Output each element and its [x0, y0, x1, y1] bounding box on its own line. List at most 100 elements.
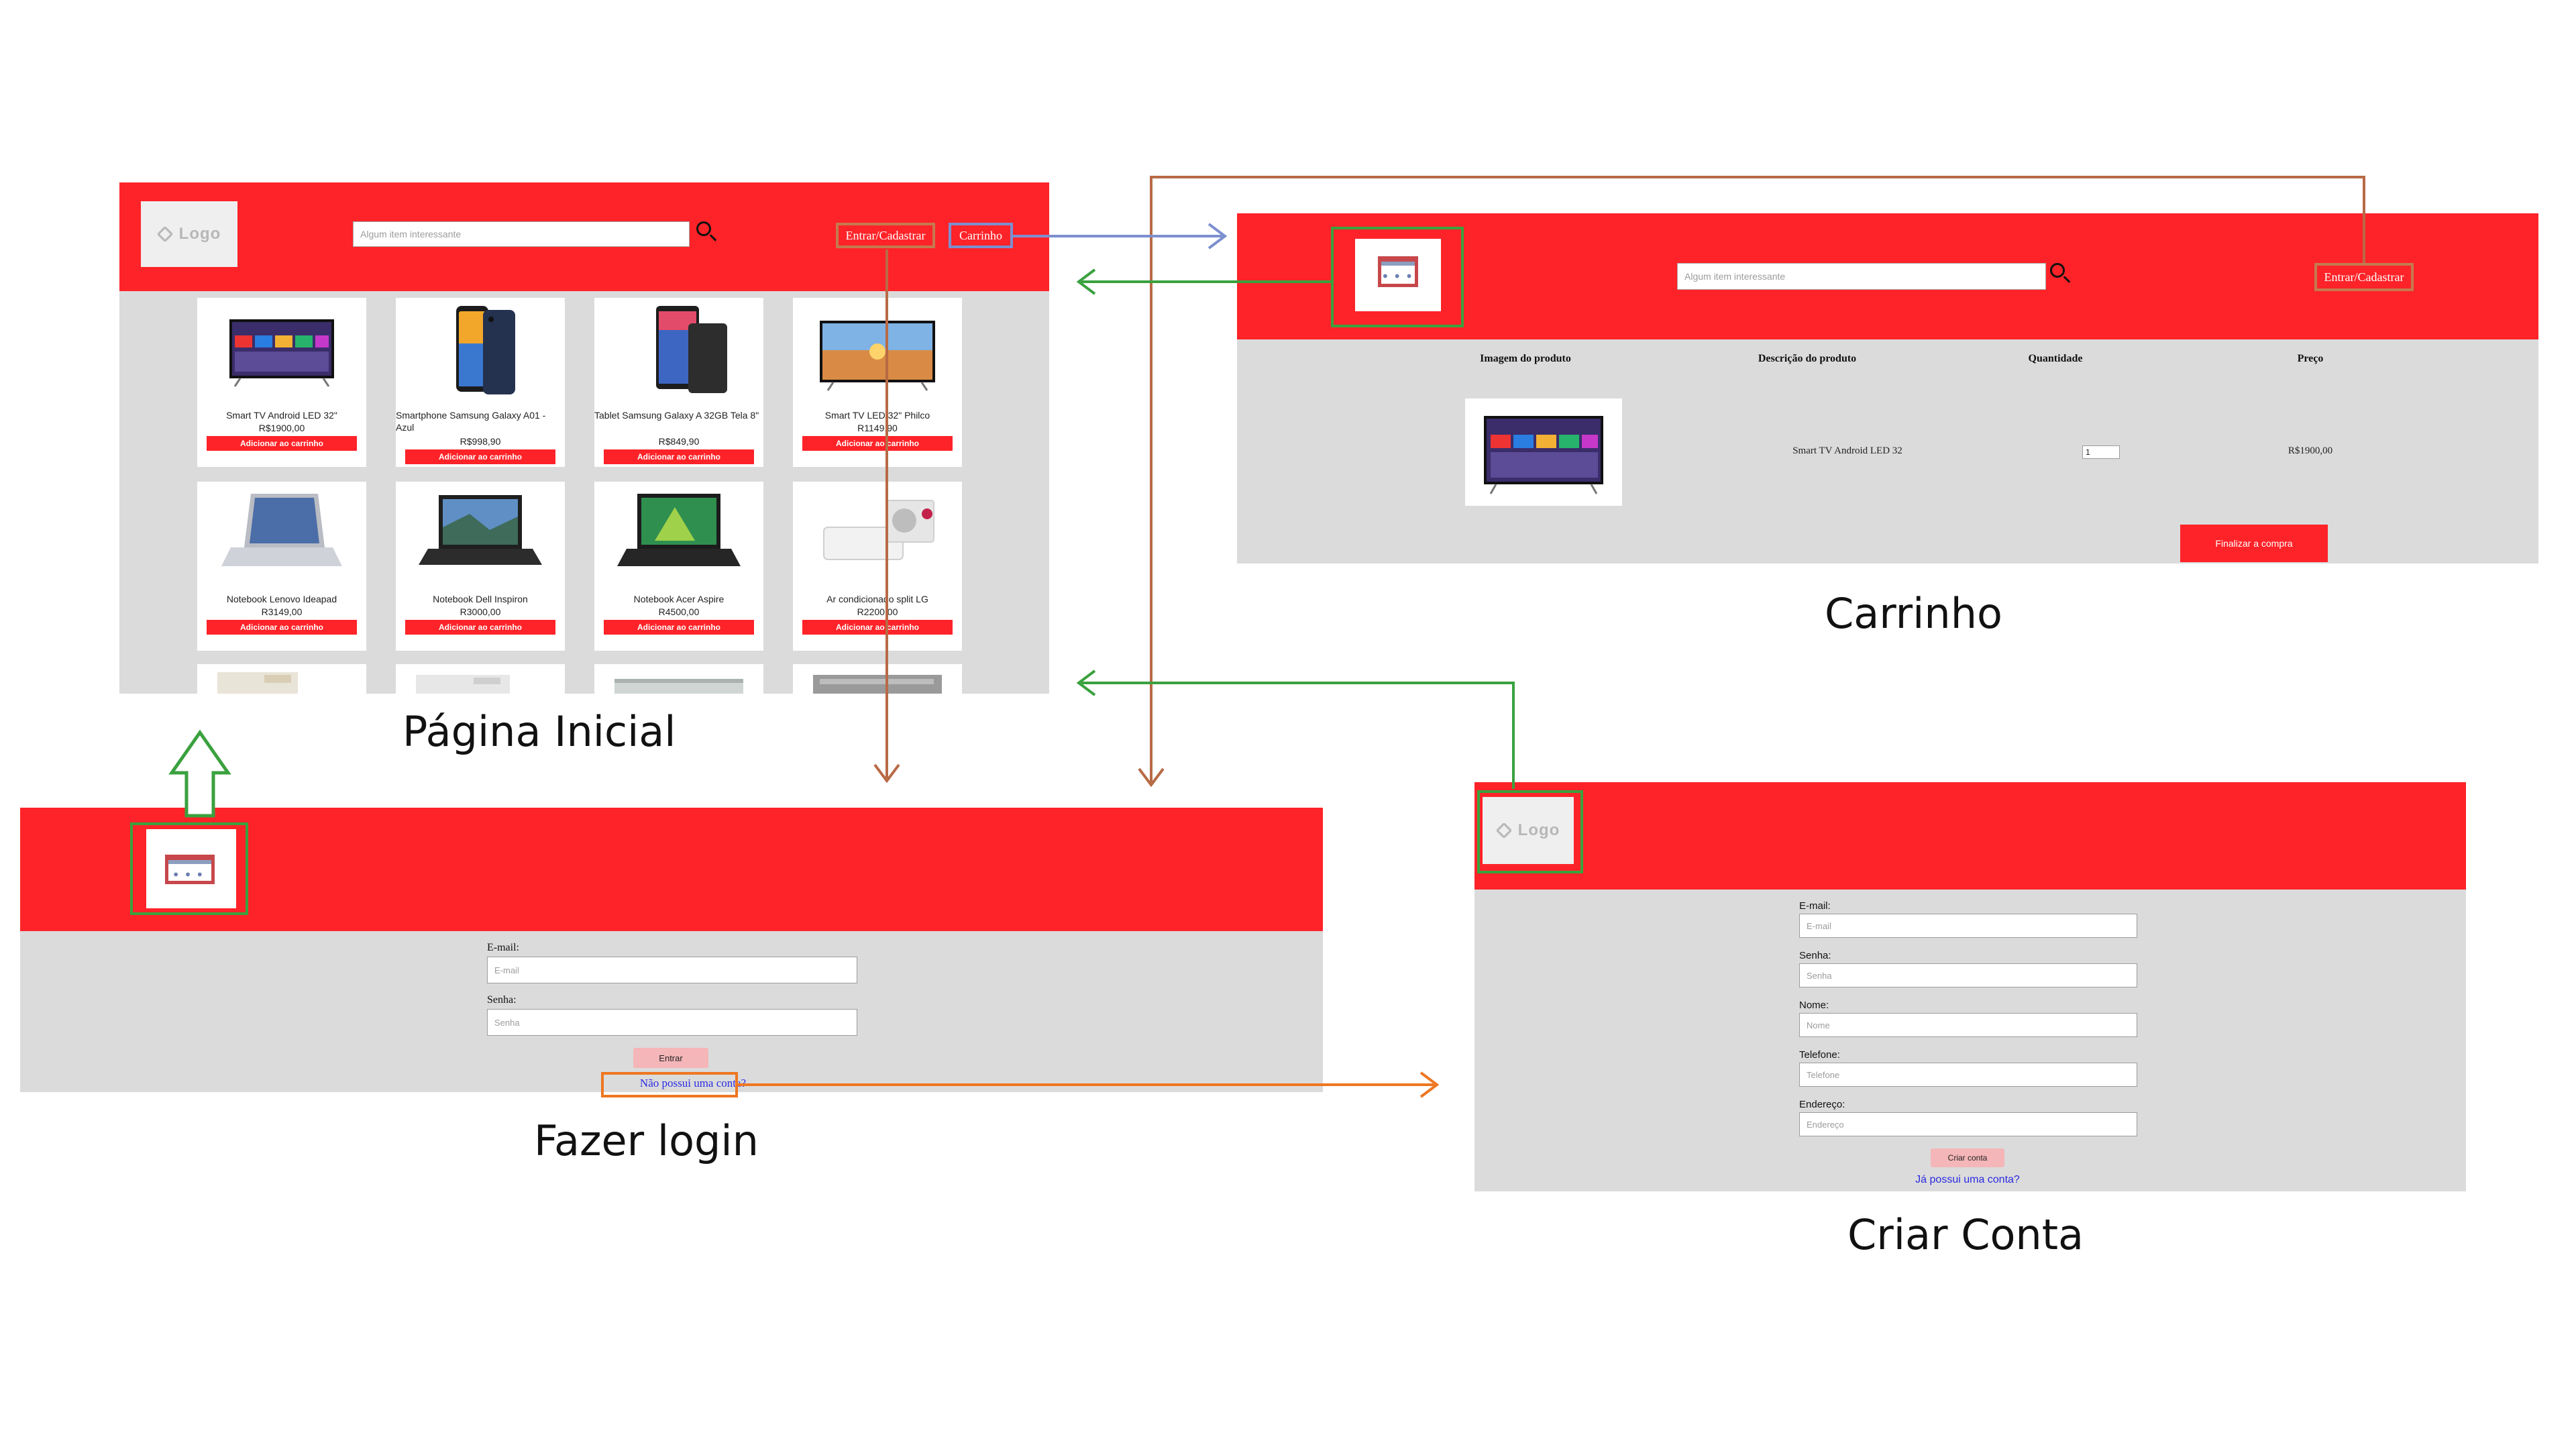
product-name: Ar condicionado split LG	[826, 594, 928, 604]
product-card: Smart TV Android LED 32" R$1900,00 Adici…	[197, 298, 366, 467]
air-conditioner-product-image	[416, 675, 510, 694]
signup-name-input[interactable]: Nome	[1799, 1013, 2137, 1037]
product-price: R1149,90	[857, 423, 898, 433]
signup-logo[interactable]: Logo	[1483, 797, 1574, 864]
product-card: Notebook Acer Aspire R4500,00 Adicionar …	[594, 482, 763, 651]
cart-product-price: R$1900,00	[2288, 445, 2333, 456]
product-card	[197, 664, 366, 694]
login-password-input[interactable]: Senha	[487, 1009, 857, 1036]
product-price: R3149,00	[261, 606, 303, 617]
cube-icon	[156, 225, 174, 243]
signup-name-placeholder: Nome	[1807, 1020, 1830, 1030]
signup-phone-input[interactable]: Telefone	[1799, 1063, 2137, 1087]
signup-link[interactable]: Não possui uma conta?	[604, 1073, 782, 1092]
add-to-cart-button[interactable]: Adicionar ao carrinho	[604, 620, 754, 635]
signup-password-label: Senha:	[1799, 950, 1831, 961]
signup-logo-text: Logo	[1517, 821, 1560, 839]
signup-phone-label: Telefone:	[1799, 1049, 1840, 1061]
arrowhead	[873, 763, 900, 784]
appliance-product-image	[614, 679, 743, 694]
product-name: Smart TV LED 32" Philco	[824, 410, 930, 421]
cart-link-highlight	[949, 223, 1013, 248]
login-email-label: E-mail:	[487, 942, 519, 953]
product-name: Notebook Acer Aspire	[633, 594, 724, 604]
tablet-product-image	[656, 306, 727, 393]
signup-address-input[interactable]: Endereço	[1799, 1112, 2137, 1136]
signup-submit-label: Criar conta	[1947, 1153, 1988, 1163]
arrowhead	[1076, 669, 1096, 696]
signup-address-label: Endereço:	[1799, 1099, 1845, 1110]
search-icon[interactable]	[2050, 263, 2065, 278]
cart-product-image	[1465, 398, 1622, 506]
product-card: Smartphone Samsung Galaxy A01 - Azul R$9…	[396, 298, 565, 467]
home-logo[interactable]: Logo	[141, 201, 237, 267]
signup-logo-to-home-arrow	[1081, 682, 1515, 789]
signup-password-input[interactable]: Senha	[1799, 963, 2137, 987]
laptop-product-image	[617, 494, 741, 566]
add-to-cart-button[interactable]: Adicionar ao carrinho	[802, 436, 953, 451]
arrowhead	[1419, 1071, 1440, 1098]
signup-link-highlight	[601, 1072, 738, 1097]
cart-column-header: Preço	[2297, 353, 2324, 364]
login-link[interactable]: Já possui uma conta?	[1890, 1171, 2045, 1189]
login-submit-label: Entrar	[659, 1053, 683, 1063]
arrowhead	[1138, 767, 1165, 788]
product-card: Notebook Lenovo Ideapad R3149,00 Adicion…	[197, 482, 366, 651]
product-price: R2200,00	[857, 606, 898, 617]
laptop-product-image	[221, 494, 342, 566]
add-to-cart-button[interactable]: Adicionar ao carrinho	[405, 449, 555, 464]
home-login-link-label: Entrar/Cadastrar	[845, 228, 926, 242]
login-email-input[interactable]: E-mail	[487, 957, 857, 983]
home-cart-link[interactable]: Carrinho	[950, 224, 1012, 247]
login-header	[20, 808, 1323, 931]
signup-email-input[interactable]: E-mail	[1799, 914, 2137, 938]
signup-email-label: E-mail:	[1799, 900, 1831, 912]
add-to-cart-button[interactable]: Adicionar ao carrinho	[802, 620, 953, 635]
home-logo-text: Logo	[178, 225, 221, 243]
add-to-cart-button[interactable]: Adicionar ao carrinho	[405, 620, 555, 635]
product-card	[793, 664, 962, 694]
home-page-mockup: Logo Algum item interessante Entrar/Cada…	[119, 182, 1049, 694]
cart-column-header: Descrição do produto	[1758, 353, 1857, 364]
cart-column-header: Quantidade	[2028, 353, 2083, 364]
login-link-highlight	[2314, 263, 2414, 291]
product-name: Smartphone Samsung Galaxy A01 - Azul	[396, 410, 546, 433]
product-price: R$849,90	[658, 436, 700, 447]
signup-submit-button[interactable]: Criar conta	[1931, 1148, 2004, 1167]
product-name: Notebook Dell Inspiron	[433, 594, 528, 604]
login-submit-button[interactable]: Entrar	[633, 1048, 708, 1068]
product-card	[396, 664, 565, 694]
laptop-product-image	[419, 495, 542, 565]
checkout-button[interactable]: Finalizar a compra	[2180, 525, 2328, 562]
login-email-placeholder: E-mail	[494, 965, 519, 975]
signup-name-label: Nome:	[1799, 1000, 1829, 1011]
add-to-cart-button[interactable]: Adicionar ao carrinho	[207, 620, 357, 635]
home-search-input[interactable]: Algum item interessante	[353, 221, 690, 247]
air-conditioner-product-image	[823, 500, 934, 560]
add-to-cart-button[interactable]: Adicionar ao carrinho	[604, 449, 754, 464]
signup-address-placeholder: Endereço	[1807, 1119, 1844, 1130]
cart-page-mockup: ••• Algum item interessante Entrar/Cadas…	[1237, 213, 2538, 564]
product-card: Smart TV LED 32" Philco R1149,90 Adicion…	[793, 298, 962, 467]
search-icon[interactable]	[696, 221, 711, 236]
product-name: Tablet Samsung Galaxy A 32GB Tela 8"	[594, 410, 759, 421]
arrowhead	[1208, 223, 1228, 250]
cart-search-input[interactable]: Algum item interessante	[1677, 263, 2046, 290]
signup-link-label: Não possui uma conta?	[639, 1077, 747, 1089]
login-password-placeholder: Senha	[494, 1017, 520, 1028]
login-page-mockup: ••• E-mail: E-mail Senha: Senha Entrar N…	[20, 808, 1323, 1092]
signup-logo-highlight	[1477, 790, 1583, 873]
product-price: R3000,00	[460, 606, 501, 617]
product-card: Tablet Samsung Galaxy A 32GB Tela 8" R$8…	[594, 298, 763, 467]
login-caption: Fazer login	[534, 1116, 759, 1165]
signup-body	[1474, 890, 2466, 1191]
cart-quantity-input[interactable]: 1	[2082, 445, 2120, 459]
home-login-link[interactable]: Entrar/Cadastrar	[837, 224, 934, 247]
signup-password-placeholder: Senha	[1807, 970, 1832, 981]
signup-header	[1474, 782, 2466, 890]
cart-logo-highlight	[1331, 227, 1464, 327]
browser-icon: •••	[165, 855, 215, 884]
home-cart-link-label: Carrinho	[959, 228, 1002, 242]
add-to-cart-button[interactable]: Adicionar ao carrinho	[207, 436, 357, 451]
product-price: R$1900,00	[258, 423, 305, 433]
